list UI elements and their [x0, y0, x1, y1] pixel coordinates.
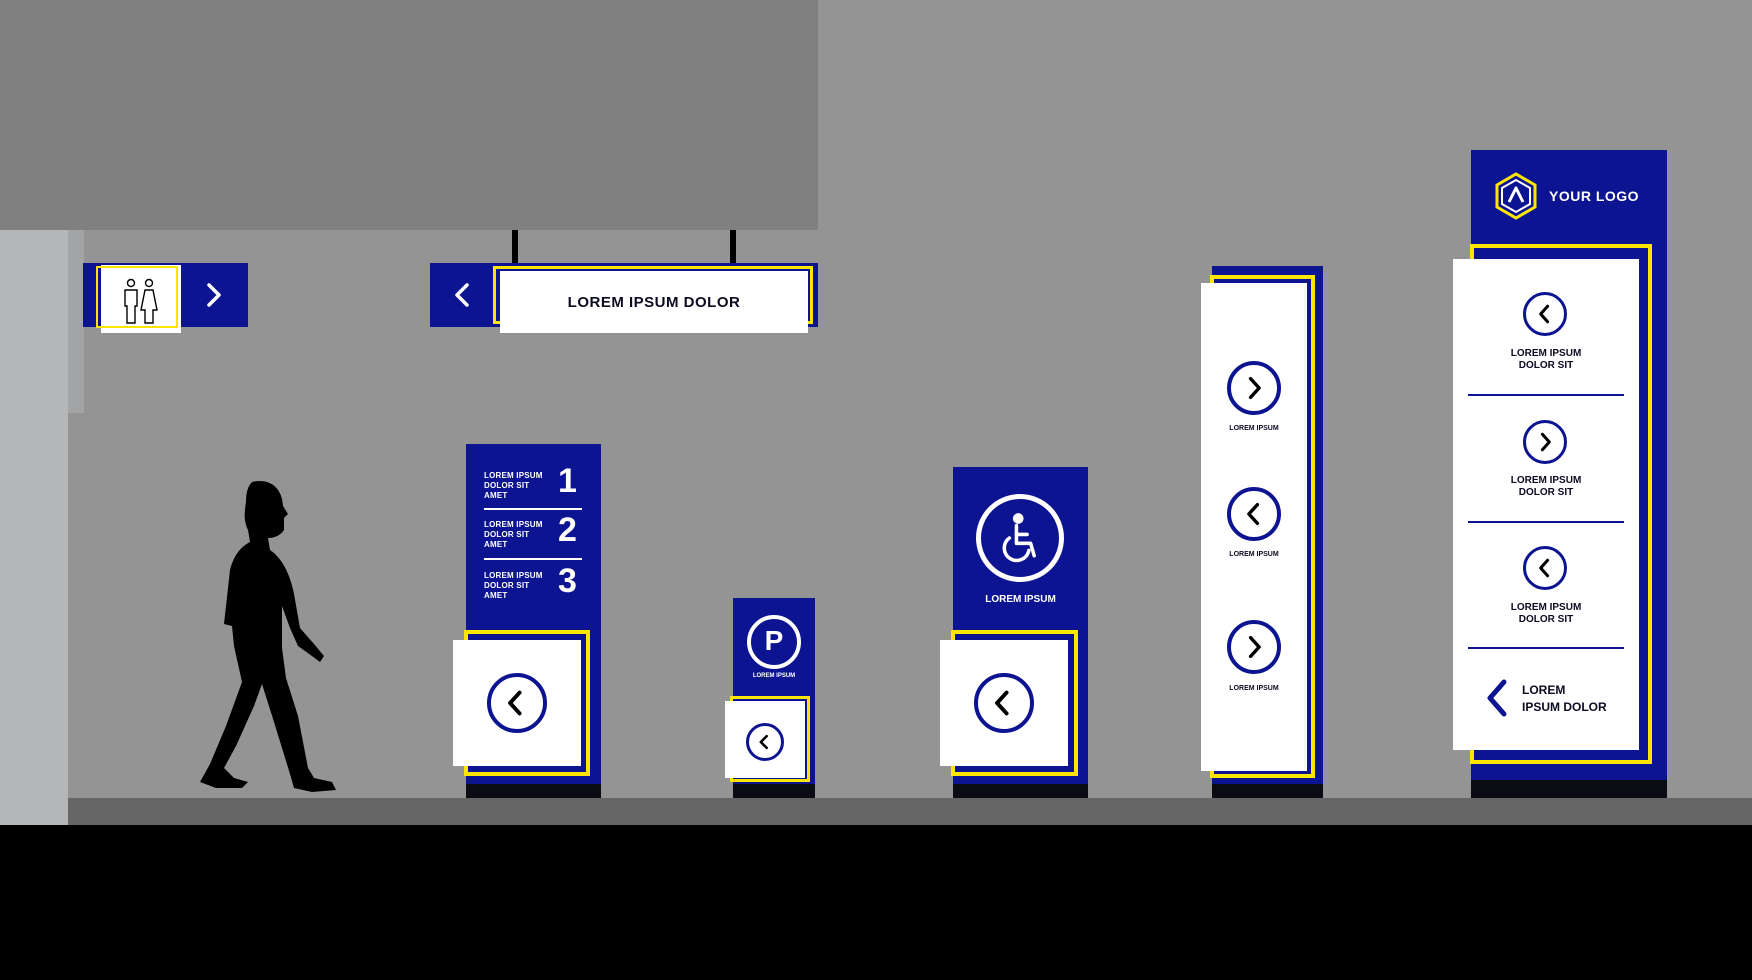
floor-strip [68, 798, 1752, 825]
hexagon-logo-icon [1495, 172, 1537, 220]
arrows-pylon-label-3: LOREM IPSUM [1229, 685, 1279, 692]
chevron-left-icon [1247, 502, 1260, 526]
chevron-left-icon [995, 690, 1009, 716]
wheelchair-icon [1002, 513, 1036, 563]
directory-item-2-number: 2 [558, 511, 577, 549]
arrows-pylon-label-2: LOREM IPSUM [1229, 551, 1279, 558]
pillar [0, 230, 68, 825]
accessibility-totem-base [953, 784, 1088, 798]
logo-pylon-item-3-line2: DOLOR SIT [1518, 614, 1574, 625]
chevron-left-icon [1539, 558, 1550, 578]
parking-arrow-circle [746, 723, 784, 761]
arrows-pylon-circle-1 [1227, 361, 1281, 415]
directory-item-3-text: LOREM IPSUM DOLOR SIT AMET [484, 571, 543, 600]
hanging-banner-panel [500, 271, 808, 333]
restroom-sign-panel [101, 265, 181, 333]
ground [0, 825, 1752, 980]
directory-item-1-text: LOREM IPSUM DOLOR SIT AMET [484, 471, 543, 500]
chevron-left-icon [455, 283, 469, 307]
logo-pylon-item-2-line2: DOLOR SIT [1518, 487, 1574, 498]
arrows-pylon-circle-2 [1227, 487, 1281, 541]
logo-pylon-divider [1468, 647, 1624, 649]
logo-pylon-circle-2 [1523, 420, 1567, 464]
logo-pylon-divider [1468, 394, 1624, 396]
logo-pylon-item-2-line1: LOREM IPSUM [1510, 475, 1582, 486]
chevron-right-icon [207, 283, 221, 307]
hanging-banner-label: LOREM IPSUM DOLOR [567, 294, 741, 311]
chevron-left-icon [759, 734, 768, 750]
logo-pylon-divider [1468, 521, 1624, 523]
chevron-left-icon [1539, 304, 1550, 324]
restroom-icon [124, 278, 158, 324]
logo-pylon-footer-line1: LOREM [1522, 683, 1566, 697]
chevron-right-icon [1248, 376, 1261, 400]
logo-pylon-circle-3 [1523, 546, 1567, 590]
accessibility-label: LOREM IPSUM [985, 594, 1056, 605]
directory-totem-base [466, 784, 601, 798]
logo-pylon-item-1-line1: LOREM IPSUM [1510, 348, 1582, 359]
logo-text: YOUR LOGO [1549, 188, 1640, 204]
wheelchair-circle [976, 494, 1064, 582]
chevron-left-icon [1487, 679, 1507, 717]
parking-totem-base [733, 784, 815, 798]
directory-divider [484, 558, 582, 560]
directory-divider [484, 508, 582, 510]
arrows-pylon-base [1212, 784, 1323, 798]
directory-item-3-number: 3 [558, 562, 577, 600]
pillar-shade [68, 230, 84, 413]
chevron-right-icon [1248, 635, 1261, 659]
logo-pylon-item-3-line1: LOREM IPSUM [1510, 602, 1582, 613]
accessibility-arrow-circle [974, 673, 1034, 733]
parking-symbol: P [764, 625, 784, 656]
parking-label: LOREM IPSUM [752, 673, 796, 679]
directory-item-1-number: 1 [558, 462, 577, 500]
parking-circle [747, 615, 801, 669]
chevron-left-icon [508, 690, 522, 716]
logo-pylon-item-1-line2: DOLOR SIT [1518, 360, 1574, 371]
arrows-pylon-label-1: LOREM IPSUM [1229, 425, 1279, 432]
logo-pylon-circle-1 [1523, 292, 1567, 336]
hanging-rod-right [730, 230, 736, 263]
directory-arrow-circle [487, 673, 547, 733]
logo-pylon-base [1471, 780, 1667, 798]
walking-person-silhouette [200, 481, 336, 792]
chevron-right-icon [1540, 432, 1551, 452]
logo-pylon-panel [1453, 259, 1639, 750]
ceiling-panel [0, 0, 818, 230]
hanging-rod-left [512, 230, 518, 263]
logo-pylon-footer-line2: IPSUM DOLOR [1522, 700, 1607, 714]
restroom-sign-frame [96, 266, 178, 328]
directory-item-2-text: LOREM IPSUM DOLOR SIT AMET [484, 520, 543, 549]
arrows-pylon-circle-3 [1227, 620, 1281, 674]
